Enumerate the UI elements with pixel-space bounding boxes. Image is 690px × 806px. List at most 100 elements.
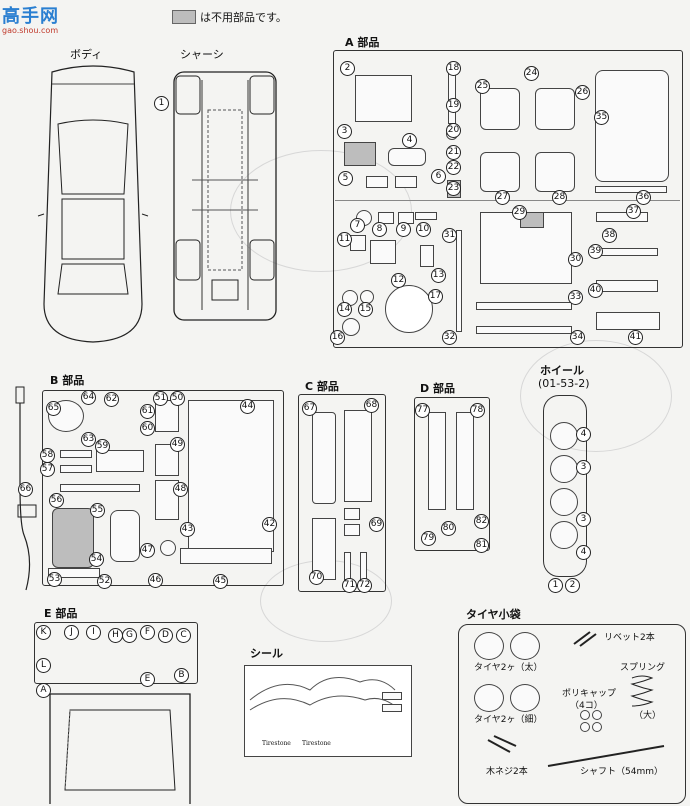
part-number: 44	[240, 399, 255, 414]
wheel-part	[550, 455, 578, 483]
part-number: 33	[568, 290, 583, 305]
section-d-title: D 部品	[420, 382, 455, 395]
part-b66-cable	[15, 386, 37, 591]
screw-label: 木ネジ2本	[486, 767, 528, 777]
part-a16	[342, 318, 360, 336]
part-a28	[535, 152, 575, 192]
part-letter: C	[176, 628, 191, 643]
part-letter: L	[36, 658, 51, 673]
part-a37	[596, 212, 648, 222]
rivet-icon	[573, 631, 597, 647]
part-a6	[395, 176, 417, 188]
part-number: 66	[18, 482, 33, 497]
part-number: 49	[170, 437, 185, 452]
part-number: 27	[495, 190, 510, 205]
part-number: 22	[446, 160, 461, 175]
part-letter: F	[140, 625, 155, 640]
part-letter: E	[140, 672, 155, 687]
part-number: 79	[421, 531, 436, 546]
part-a17	[385, 285, 433, 333]
part-b42-panel	[188, 400, 274, 552]
polycap-icon	[592, 710, 602, 720]
part-letter: B	[174, 668, 189, 683]
part-number: 38	[602, 228, 617, 243]
part-number: 18	[446, 61, 461, 76]
part-number: 12	[391, 273, 406, 288]
part-number: 52	[97, 574, 112, 589]
part-number: 10	[416, 222, 431, 237]
part-number: 7	[350, 218, 365, 233]
section-e-title: E 部品	[44, 607, 78, 620]
part-number: 8	[372, 222, 387, 237]
part-c72	[360, 552, 367, 580]
runner-c	[298, 394, 386, 592]
legend-text: は不用部品です。	[200, 11, 287, 24]
part-a13	[420, 245, 434, 267]
part-a4	[388, 148, 426, 166]
part-number: 5	[338, 171, 353, 186]
part-b56	[60, 484, 140, 492]
part-c71	[344, 552, 351, 580]
part-letter: D	[158, 628, 173, 643]
part-number: 30	[568, 252, 583, 267]
tire-thin	[474, 684, 504, 712]
part-number: 68	[364, 398, 379, 413]
wheel-part	[550, 521, 578, 549]
part-c68	[344, 410, 372, 502]
part-a18	[448, 70, 456, 124]
part-letter: A	[36, 683, 51, 698]
part-number: 47	[140, 543, 155, 558]
part-b58	[60, 450, 92, 458]
part-number: 19	[446, 98, 461, 113]
unused-swatch	[172, 10, 196, 24]
polycap-icon	[592, 722, 602, 732]
decal-mark	[382, 692, 402, 700]
part-number: 72	[357, 578, 372, 593]
part-number: 64	[81, 390, 96, 405]
part-number: 36	[636, 190, 651, 205]
polycap-icon	[580, 722, 590, 732]
tire-wide-label: タイヤ2ヶ（太）	[474, 663, 543, 673]
section-seal-title: シール	[250, 647, 283, 660]
part-number: 1	[154, 96, 169, 111]
decal-sheet	[244, 665, 412, 757]
part-a33	[476, 302, 572, 310]
part-letter: K	[36, 625, 51, 640]
part-number: 35	[594, 110, 609, 125]
part-a27	[480, 152, 520, 192]
part-a25	[480, 88, 520, 130]
part-ea-window-frame	[49, 693, 191, 804]
tire-thin-label: タイヤ2ヶ（細）	[474, 715, 543, 725]
part-c69-b	[344, 524, 360, 536]
runner-a	[333, 50, 683, 348]
section-c-title: C 部品	[305, 380, 339, 393]
runner-d	[414, 397, 490, 551]
body-drawing	[37, 65, 149, 343]
part-letter: H	[108, 628, 123, 643]
part-number: 37	[626, 204, 641, 219]
chassis-label: シャーシ	[180, 48, 224, 61]
spring-note: （大）	[634, 711, 662, 721]
part-number: 24	[524, 66, 539, 81]
part-number: 78	[470, 403, 485, 418]
part-number: 54	[89, 552, 104, 567]
part-number: 58	[40, 448, 55, 463]
polycap-label: ポリキャップ	[562, 689, 617, 699]
part-number: 28	[552, 190, 567, 205]
part-b55	[52, 508, 94, 568]
part-c70	[312, 518, 336, 580]
part-a8	[378, 212, 394, 224]
part-number: 3	[576, 512, 591, 527]
part-b65	[48, 400, 84, 432]
part-a31	[456, 230, 462, 332]
wheel-part	[550, 488, 578, 516]
part-a41	[596, 312, 660, 330]
part-number: 4	[402, 133, 417, 148]
ghost-drawing	[520, 340, 672, 452]
part-number: 21	[446, 145, 461, 160]
part-a34	[476, 326, 572, 334]
polycap-count: （4コ）	[570, 701, 603, 711]
part-number: 81	[474, 538, 489, 553]
shaft-icon	[547, 745, 665, 767]
part-b47	[160, 540, 176, 556]
